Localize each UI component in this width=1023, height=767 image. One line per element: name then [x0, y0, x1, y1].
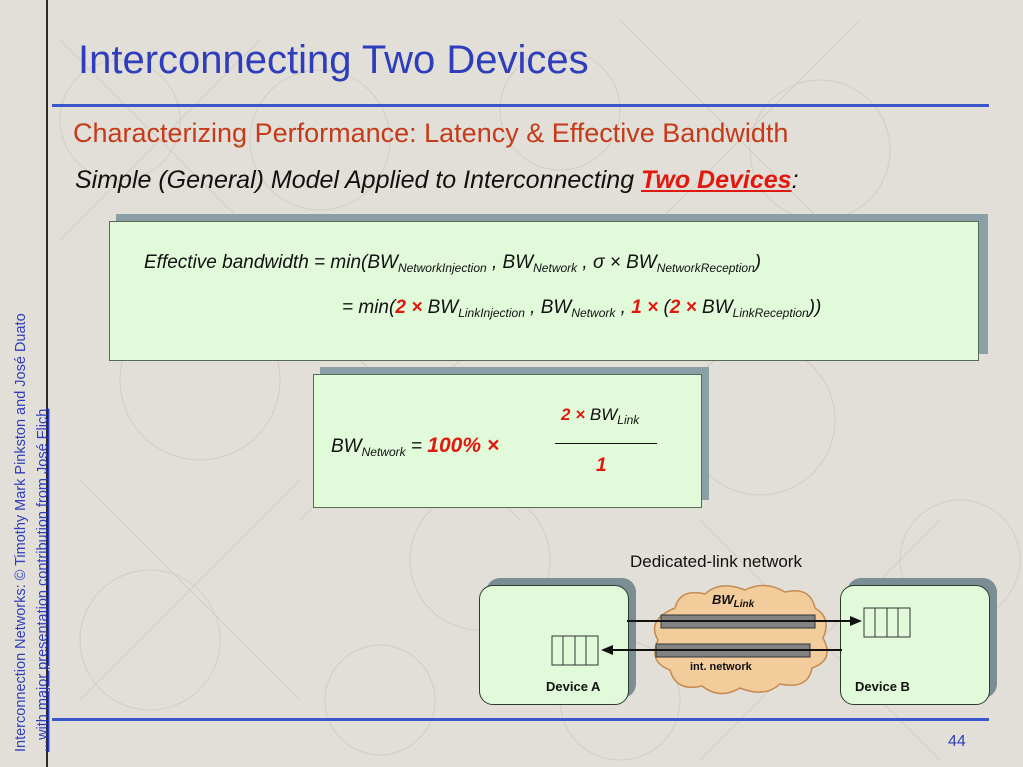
sub-network-injection: NetworkInjection — [397, 261, 487, 275]
formula2-percent: 100% × — [427, 434, 500, 457]
sub-link-reception: LinkReception — [732, 306, 809, 320]
fraction-bar — [555, 443, 657, 444]
cloud-sub-link: Link — [733, 599, 755, 610]
subline-prefix: Simple (General) Model Applied to Interc… — [75, 166, 642, 194]
sub-network: Network — [533, 261, 578, 275]
page-number: 44 — [948, 733, 966, 750]
formula1-eq2: = min( — [342, 297, 396, 318]
formula1-lhs: Effective bandwidth = min(BW — [144, 252, 398, 273]
cloud-bw-label: BWLink — [712, 592, 754, 610]
network-label: Dedicated-link network — [630, 552, 802, 571]
device-b — [840, 585, 990, 705]
bottom-rule — [52, 718, 989, 721]
formula2-num-two: 2 — [561, 405, 571, 424]
queue-device-a — [551, 635, 599, 666]
slide-subline: Simple (General) Model Applied to Interc… — [75, 166, 799, 195]
formula2-denominator: 1 — [596, 455, 607, 476]
formula1-bw-li: BW — [427, 297, 459, 318]
title-rule — [52, 104, 989, 107]
formula1-line2: = min(2 × BWLinkInjection , BWNetwork , … — [342, 297, 822, 320]
sub-network-reception: NetworkReception — [656, 261, 755, 275]
cloud-network-label: int. network — [690, 661, 752, 673]
formula1-bw-2: BW — [540, 297, 572, 318]
arrow-head-left-icon — [601, 645, 613, 655]
side-credit-line-2: ...with major presentation contribution … — [35, 409, 51, 752]
device-b-label: Device B — [855, 679, 910, 694]
formula2-numerator: 2 × BWLink — [561, 405, 639, 427]
formula2-sub-network: Network — [361, 445, 406, 459]
formula2-num-times: × — [575, 405, 586, 424]
formula2-equals: = — [410, 436, 423, 457]
formula1-bw-lr: BW — [702, 297, 733, 318]
formula2-box — [313, 374, 702, 508]
formula1-one: 1 — [631, 297, 642, 318]
formula2-bw: BW — [331, 436, 362, 457]
formula1-times-b: × — [647, 297, 659, 318]
formula1-bw: BW — [502, 252, 534, 273]
network-diagram — [551, 584, 911, 695]
subline-suffix: : — [791, 166, 799, 194]
formula1-two-b: 2 — [669, 297, 681, 318]
side-vertical-rule — [46, 0, 48, 767]
formula1-sigma: σ × BW — [593, 252, 657, 273]
side-credit-line-1: Interconnection Networks: © Timothy Mark… — [13, 313, 29, 752]
formula2-num-bw: BW — [589, 405, 618, 424]
formula1-line1: Effective bandwidth = min(BWNetworkInjec… — [144, 252, 762, 275]
slide-subtitle: Characterizing Performance: Latency & Ef… — [73, 118, 789, 148]
sub-link-injection: LinkInjection — [458, 306, 525, 320]
formula1-box — [109, 221, 979, 361]
arrow-head-right-icon — [850, 616, 862, 626]
subline-highlight: Two Devices — [641, 166, 792, 194]
cloud-bw: BW — [712, 592, 734, 607]
formula1-times-c: × — [685, 297, 697, 318]
formula1-two-a: 2 — [395, 297, 406, 318]
formula2-num-sub-link: Link — [617, 413, 640, 427]
formula2-lhs: BWNetwork = 100% × — [331, 434, 499, 459]
queue-device-b — [863, 607, 911, 638]
formula1-times-a: × — [411, 297, 423, 318]
sub-network-2: Network — [571, 306, 616, 320]
device-a-label: Device A — [546, 679, 601, 694]
side-credits: Interconnection Networks: © Timothy Mark… — [13, 313, 51, 752]
slide-title: Interconnecting Two Devices — [78, 38, 589, 82]
network-cloud — [653, 584, 828, 695]
